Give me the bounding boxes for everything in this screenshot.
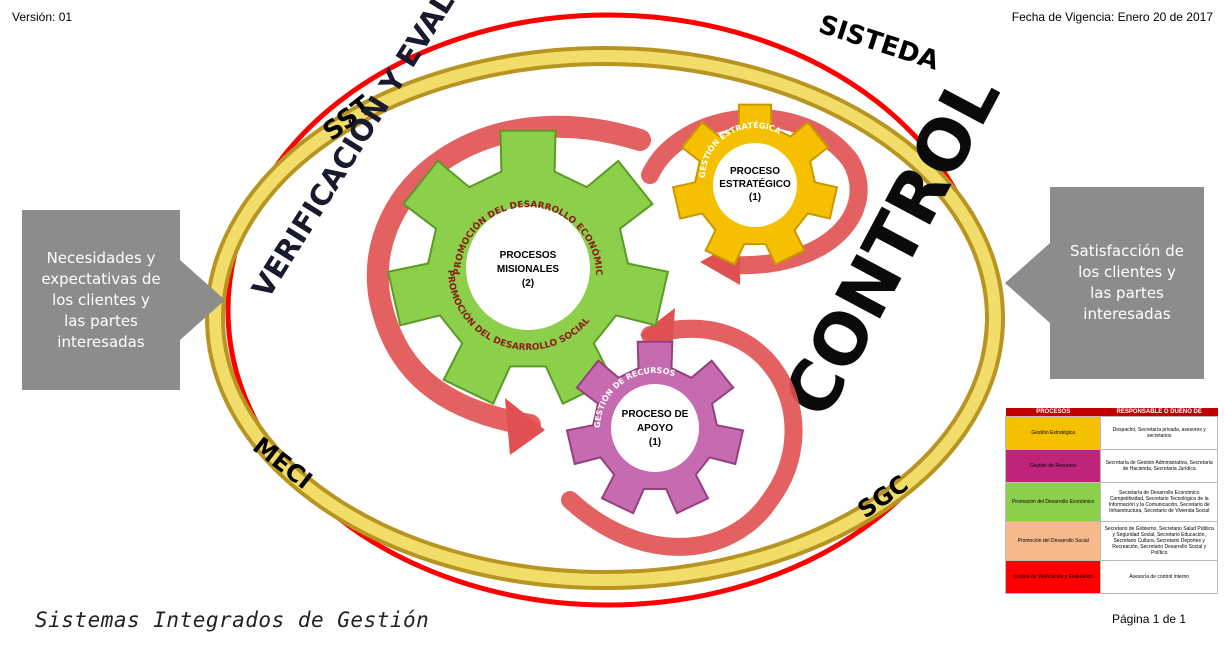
input-needs-line: las partes bbox=[64, 311, 138, 330]
gear-misionales-line-2: MISIONALES bbox=[497, 264, 560, 275]
legend-responsable: Secretaría de Gestión Administrativa, Se… bbox=[1100, 449, 1218, 483]
gear-apoyo-line-1: PROCESO DE bbox=[622, 409, 689, 420]
arrow-apoyo bbox=[561, 319, 803, 556]
arrow-head-misionales bbox=[505, 398, 545, 455]
output-satisfaction-arrow-tip bbox=[1005, 243, 1050, 323]
legend-proceso: Promoción del Desarrollo Social bbox=[1004, 521, 1102, 561]
output-satisfaction-line: interesadas bbox=[1083, 305, 1171, 323]
legend-responsable: Asesoría de control interno bbox=[1100, 560, 1218, 594]
gear-misionales-line-3: (2) bbox=[522, 278, 534, 289]
gear-estrategico-line-3: (1) bbox=[749, 192, 761, 203]
gear-apoyo-line-2: APOYO bbox=[637, 423, 673, 434]
gear-estrategico-line-2: ESTRATÉGICO bbox=[719, 177, 791, 190]
legend-responsable: Secretario de Gobierno, Secretario Salud… bbox=[1100, 521, 1218, 561]
process-legend-table: PROCESOS RESPONSABLE O DUEÑO DE Gestión … bbox=[1004, 408, 1218, 594]
output-satisfaction-line: Satisfacción de bbox=[1070, 242, 1184, 260]
gear-estrategico: GESTIÓN ESTRATÉGICA PROCESO ESTRATÉGICO … bbox=[671, 103, 839, 266]
footer-title: Sistemas Integrados de Gestión bbox=[35, 608, 430, 632]
output-satisfaction-line: las partes bbox=[1090, 284, 1164, 302]
gear-apoyo: GESTIÓN DE RECURSOS PROCESO DE APOYO (1) bbox=[565, 340, 745, 515]
ring-label-sisteda: SISTEDA bbox=[815, 10, 943, 77]
legend-proceso: Control de Verificación y Evaluación bbox=[1004, 560, 1102, 594]
legend-responsable: Secretaría de Desarrollo Económico Compe… bbox=[1100, 482, 1218, 522]
input-needs-line: interesadas bbox=[57, 332, 145, 351]
gear-apoyo-line-3: (1) bbox=[649, 437, 661, 448]
vigencia-date: Fecha de Vigencia: Enero 20 de 2017 bbox=[1011, 10, 1213, 24]
ring-label-meci: MECI bbox=[248, 432, 318, 495]
legend-proceso: Promoción del Desarrollo Económico bbox=[1004, 482, 1102, 522]
page-number: Página 1 de 1 bbox=[1112, 612, 1187, 626]
input-needs-line: expectativas de bbox=[41, 269, 161, 288]
gear-estrategico-line-1: PROCESO bbox=[730, 166, 780, 177]
input-needs-arrow-tip bbox=[180, 260, 225, 340]
gear-misionales-line-1: PROCESOS bbox=[500, 250, 557, 261]
legend-header-responsable: RESPONSABLE O DUEÑO DE bbox=[1100, 408, 1218, 417]
output-satisfaction-line: los clientes y bbox=[1078, 263, 1176, 281]
legend-responsable: Despacho, Secretaría privada, asesores y… bbox=[1100, 416, 1218, 450]
input-needs-line: Necesidades y bbox=[46, 248, 156, 267]
legend-proceso: Gestión de Recursos bbox=[1004, 449, 1102, 483]
input-needs-box: Necesidades y expectativas de los client… bbox=[22, 210, 180, 390]
legend-proceso: Gestión Estratégica bbox=[1004, 416, 1102, 450]
version-label: Versión: 01 bbox=[12, 10, 73, 24]
legend-header-procesos: PROCESOS bbox=[1005, 408, 1101, 417]
output-satisfaction-box: Satisfacción de los clientes y las parte… bbox=[1050, 187, 1204, 379]
legend-header-row: PROCESOS RESPONSABLE O DUEÑO DE bbox=[1005, 408, 1218, 417]
input-needs-line: los clientes y bbox=[52, 290, 150, 309]
